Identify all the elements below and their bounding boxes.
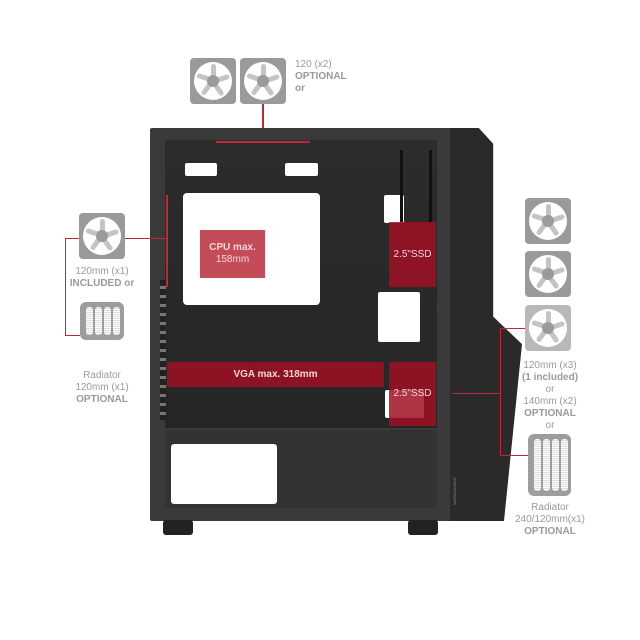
top-fan-label: 120 (x2) OPTIONAL or (295, 59, 347, 95)
left-radiator-label: Radiator 120mm (x1) OPTIONAL (60, 370, 144, 406)
ssd-label: 2.5"SSD (393, 248, 432, 260)
ssd-zone-1: 2.5"SSD (389, 222, 436, 287)
label-line: OPTIONAL (295, 71, 347, 82)
case-foot (408, 520, 438, 535)
label-line: 140mm (x2) (523, 396, 577, 407)
case-foot (163, 520, 193, 535)
label-line: Radiator (531, 502, 569, 513)
fan-icon (240, 58, 286, 104)
callout-line (500, 455, 528, 456)
fan-icon (525, 251, 571, 297)
fan-icon (525, 305, 571, 351)
callout-line (452, 393, 500, 394)
label-line: OPTIONAL (524, 408, 576, 419)
callout-line (65, 335, 80, 336)
pci-slots (160, 280, 166, 420)
callout-line (125, 238, 167, 239)
label-line: 120mm (x1) (75, 266, 129, 277)
label-line: INCLUDED or (69, 278, 135, 289)
callout-line (65, 238, 79, 239)
fan-icon (190, 58, 236, 104)
ssd-zone-2: 2.5"SSD (389, 362, 436, 426)
callout-line (500, 328, 501, 456)
radiator-icon (528, 434, 571, 496)
callout-line (65, 238, 66, 336)
fan-icon (525, 198, 571, 244)
front-radiator-label: Radiator 240/120mm(x1) OPTIONAL (505, 502, 595, 538)
label-line: Radiator (83, 370, 121, 381)
psu-cutout (171, 444, 277, 504)
label-line: 120mm (x3) (523, 360, 577, 371)
cable-cutout (378, 292, 420, 342)
cable-cutout (285, 163, 318, 176)
rear-fan-mount-line (166, 195, 168, 287)
cpu-value: 158mm (215, 254, 250, 265)
radiator-icon (80, 302, 124, 340)
callout-line (500, 328, 525, 329)
vga-label: VGA max. 318mm (233, 368, 318, 380)
brand-logo: MARSGAMING (452, 477, 457, 505)
vga-clearance-zone: VGA max. 318mm (167, 362, 384, 387)
label-line: OPTIONAL (76, 394, 128, 405)
left-fan-label: 120mm (x1) INCLUDED or (60, 266, 144, 290)
top-fan-mount-line (216, 141, 310, 143)
cable-cutout (185, 163, 217, 176)
label-line: or (545, 384, 555, 395)
label-line: 240/120mm(x1) (514, 514, 586, 525)
cable-cutout (384, 195, 404, 223)
front-panel (450, 128, 522, 521)
label-line: OPTIONAL (524, 526, 576, 537)
callout-line (262, 104, 264, 141)
cpu-clearance-zone: CPU max.158mm (200, 230, 265, 278)
label-line: or (295, 83, 305, 94)
label-line: (1 included) (521, 372, 579, 383)
cables (400, 150, 432, 222)
label-line: or (545, 420, 555, 431)
fan-icon (79, 213, 125, 259)
front-fan-label: 120mm (x3) (1 included) or 140mm (x2) OP… (505, 360, 595, 432)
cpu-label: CPU max. (209, 242, 256, 253)
label-line: 120mm (x1) (75, 382, 129, 393)
label-line: 120 (x2) (295, 59, 332, 70)
ssd-label: 2.5"SSD (393, 388, 432, 399)
